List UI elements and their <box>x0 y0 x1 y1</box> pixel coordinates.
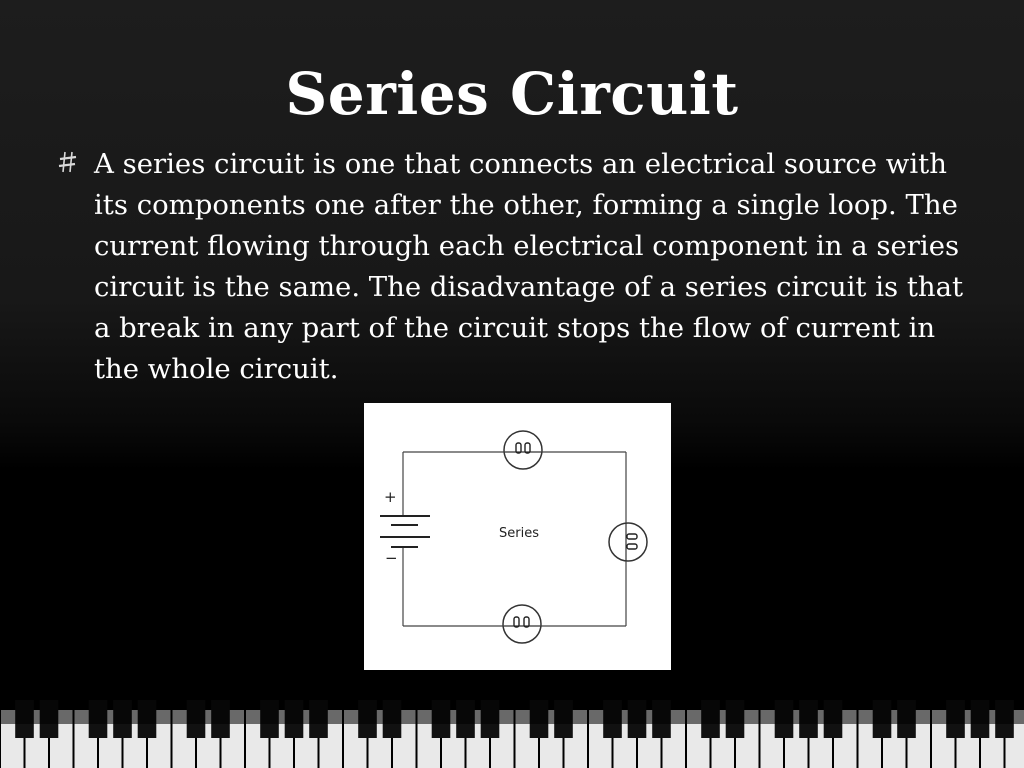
bullet-text: A series circuit is one that connects an… <box>94 148 964 385</box>
light-bulb-icon <box>503 430 543 470</box>
piano-keyboard-decoration <box>0 700 1024 768</box>
series-circuit-diagram: + − Series <box>364 403 671 670</box>
sharp-bullet-icon <box>58 151 77 173</box>
keyboard-shadow <box>0 700 1024 724</box>
series-label: Series <box>499 526 539 541</box>
light-bulb-icon <box>608 522 648 562</box>
light-bulb-icon <box>502 604 542 644</box>
battery-icon <box>380 515 430 548</box>
circuit-wires <box>402 451 627 627</box>
minus-sign: − <box>385 549 398 567</box>
plus-sign: + <box>384 488 397 506</box>
slide-title: Series Circuit <box>285 60 739 128</box>
